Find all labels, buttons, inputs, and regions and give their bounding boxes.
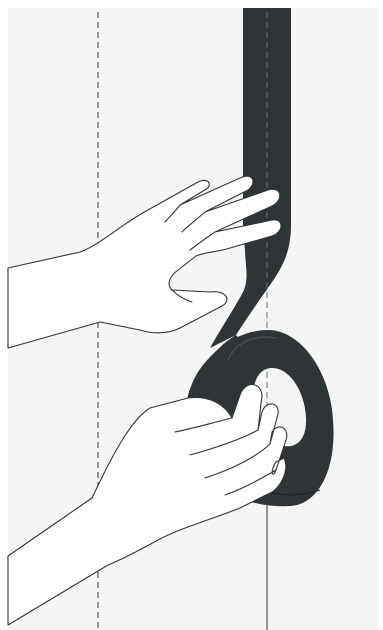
strap-knot-illustration	[0, 0, 383, 630]
